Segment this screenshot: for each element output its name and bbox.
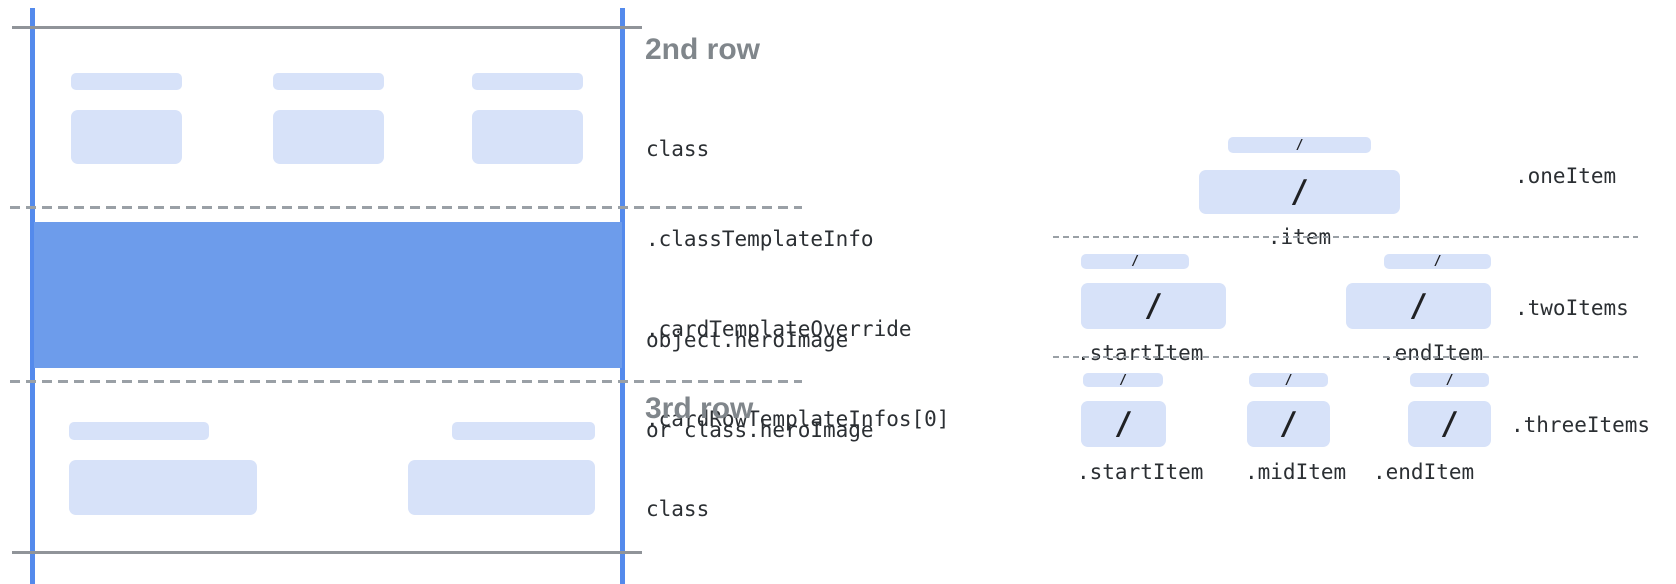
card-top-edge-line: [12, 26, 642, 29]
row3-col1-label-chip: [69, 422, 209, 440]
row3-col2-value-chip: [408, 460, 595, 515]
three-items-end-label: .endItem: [1373, 460, 1475, 484]
row2-col1-value-chip: [71, 110, 182, 164]
row2-hero-divider-dashed: [10, 206, 802, 209]
row2-col1-label-chip: [71, 73, 182, 90]
two-three-divider-dashed: [1053, 356, 1638, 358]
two-items-end-label-chip: /: [1384, 254, 1491, 269]
three-items-mid-value-chip: /: [1247, 401, 1330, 447]
hero-code-block: object.heroImage or class.heroImage: [646, 265, 874, 505]
row2-col2-value-chip: [273, 110, 384, 164]
card-right-margin-guide: [620, 8, 625, 584]
two-items-start-label: .startItem: [1077, 341, 1204, 365]
row2-col3-value-chip: [472, 110, 583, 164]
row3-code-block: class .classTemplateInfo .cardTemplateOv…: [646, 434, 949, 584]
slash-glyph: /: [1279, 405, 1298, 442]
row3-col2-label-chip: [452, 422, 595, 440]
row2-code-line-1: class: [646, 137, 710, 161]
row2-heading: 2nd row: [645, 33, 761, 66]
row2-code-line-3: .cardTemplateOverride: [646, 317, 912, 341]
slash-glyph: /: [1114, 405, 1133, 442]
one-item-value-chip: /: [1199, 170, 1400, 214]
hero-code-line-2: or class.heroImage: [646, 418, 874, 442]
card-left-margin-guide: [30, 8, 35, 584]
hero-code-line-1: object.heroImage: [646, 328, 849, 352]
row2-col3-label-chip: [472, 73, 583, 90]
slash-glyph: /: [1433, 254, 1442, 269]
row3-heading: 3rd row: [645, 392, 754, 425]
row3-code-line-1: class: [646, 497, 710, 521]
three-items-end-value-chip: /: [1408, 401, 1491, 447]
row2-col2-label-chip: [273, 73, 384, 90]
one-two-divider-dashed: [1053, 236, 1638, 238]
one-item-label-chip: /: [1228, 137, 1371, 153]
three-items-group-label: .threeItems: [1511, 413, 1651, 437]
two-items-start-value-chip: /: [1081, 283, 1226, 329]
slash-glyph: /: [1440, 405, 1459, 442]
card-bottom-edge-line: [12, 551, 642, 554]
two-items-end-value-chip: /: [1346, 283, 1491, 329]
three-items-start-label: .startItem: [1077, 460, 1204, 484]
three-items-mid-label-chip: /: [1249, 373, 1328, 387]
slash-glyph: /: [1409, 287, 1428, 324]
slash-glyph: /: [1290, 173, 1309, 210]
row3-col1-value-chip: [69, 460, 257, 515]
slash-glyph: /: [1284, 372, 1293, 388]
three-items-end-label-chip: /: [1410, 373, 1489, 387]
hero-row3-divider-dashed: [10, 380, 802, 383]
slash-glyph: /: [1295, 137, 1304, 153]
slash-glyph: /: [1131, 254, 1139, 269]
three-items-start-value-chip: /: [1081, 401, 1166, 447]
slash-glyph: /: [1119, 372, 1127, 388]
one-item-group-label: .oneItem: [1515, 164, 1617, 188]
three-items-mid-label: .midItem: [1245, 460, 1347, 484]
two-items-end-label: .endItem: [1382, 341, 1484, 365]
hero-image-band: [34, 222, 622, 368]
row2-code-line-2: .classTemplateInfo: [646, 227, 874, 251]
row2-code-block: class .classTemplateInfo .cardTemplateOv…: [646, 74, 949, 494]
row2-code-line-4: .cardRowTemplateInfos[0]: [646, 407, 950, 431]
slash-glyph: /: [1445, 372, 1454, 388]
two-items-group-label: .twoItems: [1515, 296, 1629, 320]
two-items-start-label-chip: /: [1081, 254, 1189, 269]
slash-glyph: /: [1144, 287, 1163, 324]
three-items-start-label-chip: /: [1083, 373, 1163, 387]
